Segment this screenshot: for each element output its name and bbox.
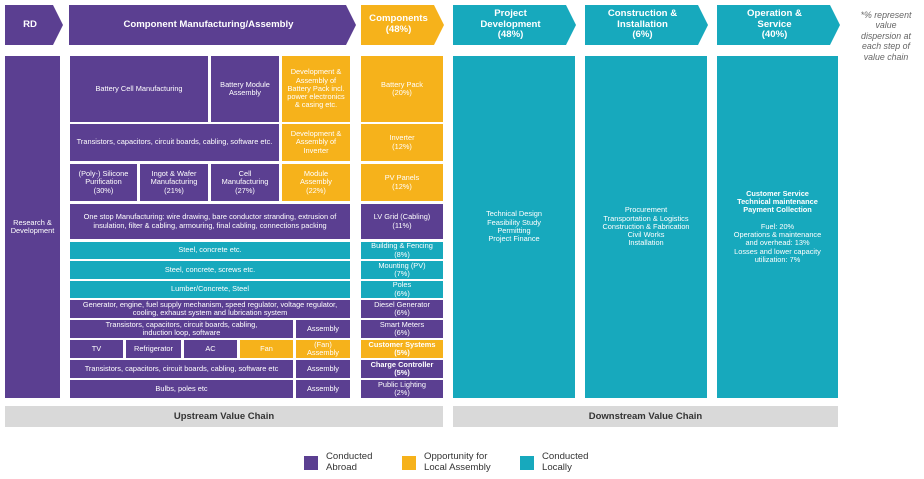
lumber-concrete-steel: Lumber/Concrete, Steel [70,281,350,298]
upstream-value-chain: Upstream Value Chain [5,406,443,427]
legend-opportunity-swatch [402,455,416,470]
lighting-assembly: Assembly [296,380,350,398]
component-smart-meters: Smart Meters (6%) [361,320,443,338]
operation-header: Operation & Service (40%) [717,5,840,45]
component-inverter: Inverter (12%) [361,124,443,161]
battery-cell-manufacturing: Battery Cell Manufacturing [70,56,208,122]
component-lv-grid: LV Grid (Cabling) (11%) [361,204,443,239]
component-pv-panels: PV Panels (12%) [361,164,443,201]
charge-controller-inputs: Transistors, capacitors, circuit boards,… [70,360,293,378]
legend-locally-swatch [520,455,534,470]
legend-locally: Conducted Locally [520,451,589,473]
module-assembly: Module Assembly (22%) [282,164,350,201]
operation-service-detail: Fuel: 20% Operations & maintenance and o… [733,221,822,264]
legend-locally-label: Conducted Locally [542,451,589,473]
construction-installation-box: Procurement Transportation & Logistics C… [585,56,707,398]
inverter-inputs: Transistors, capacitors, circuit boards,… [70,124,279,161]
tv-box: TV [70,340,123,358]
project-development-box: Technical Design Feasibility Study Permi… [453,56,575,398]
construction-header: Construction & Installation (6%) [585,5,708,45]
steel-concrete: Steel, concrete etc. [70,242,350,259]
research-development-box: Research & Development [5,56,60,398]
component-customer-systems: Customer Systems (5%) [361,340,443,358]
inverter-development: Development & Assembly of Inverter [282,124,350,161]
battery-pack-development: Development & Assembly of Battery Pack i… [282,56,350,122]
component-charge-controller: Charge Controller (5%) [361,360,443,378]
silicone-purification: (Poly-) Silicone Purification (30%) [70,164,137,201]
downstream-value-chain: Downstream Value Chain [453,406,838,427]
one-stop-manufacturing: One stop Manufacturing: wire drawing, ba… [70,204,350,239]
component-diesel-generator: Diesel Generator (6%) [361,300,443,318]
legend-opportunity: Opportunity for Local Assembly [402,451,491,473]
steel-concrete-screws: Steel, concrete, screws etc. [70,261,350,279]
charge-controller-assembly: Assembly [296,360,350,378]
project-development-header: Project Development (48%) [453,5,576,45]
value-dispersion-note: *% represent value dispersion at each st… [860,10,912,62]
fan-assembly-box: (Fan) Assembly [296,340,350,358]
component-public-lighting: Public Lighting (2%) [361,380,443,398]
operation-service-title: Customer Service Technical maintenance P… [737,188,818,215]
operation-service-box: Customer Service Technical maintenance P… [717,56,838,398]
ac-box: AC [184,340,237,358]
legend-opportunity-label: Opportunity for Local Assembly [424,451,491,473]
rd-header: RD [5,5,63,45]
cell-manufacturing: Cell Manufacturing (27%) [211,164,279,201]
legend-abroad-label: Conducted Abroad [326,451,373,473]
ingot-wafer-manufacturing: Ingot & Wafer Manufacturing (21%) [140,164,208,201]
component-building-fencing: Building & Fencing (8%) [361,242,443,259]
refrigerator-box: Refrigerator [126,340,181,358]
legend-abroad-swatch [304,455,318,470]
component-mounting: Mounting (PV) (7%) [361,261,443,279]
smart-meter-assembly: Assembly [296,320,350,338]
legend-abroad: Conducted Abroad [304,451,373,473]
component-manufacturing-header: Component Manufacturing/Assembly [69,5,356,45]
smart-meter-inputs: Transistors, capacitors, circuit boards,… [70,320,293,338]
component-poles: Poles (6%) [361,281,443,298]
generator-components: Generator, engine, fuel supply mechanism… [70,300,350,318]
battery-module-assembly: Battery Module Assembly [211,56,279,122]
components-header: Components (48%) [361,5,444,45]
bulbs-poles: Bulbs, poles etc [70,380,293,398]
component-battery-pack: Battery Pack (20%) [361,56,443,122]
fan-box: Fan [240,340,293,358]
